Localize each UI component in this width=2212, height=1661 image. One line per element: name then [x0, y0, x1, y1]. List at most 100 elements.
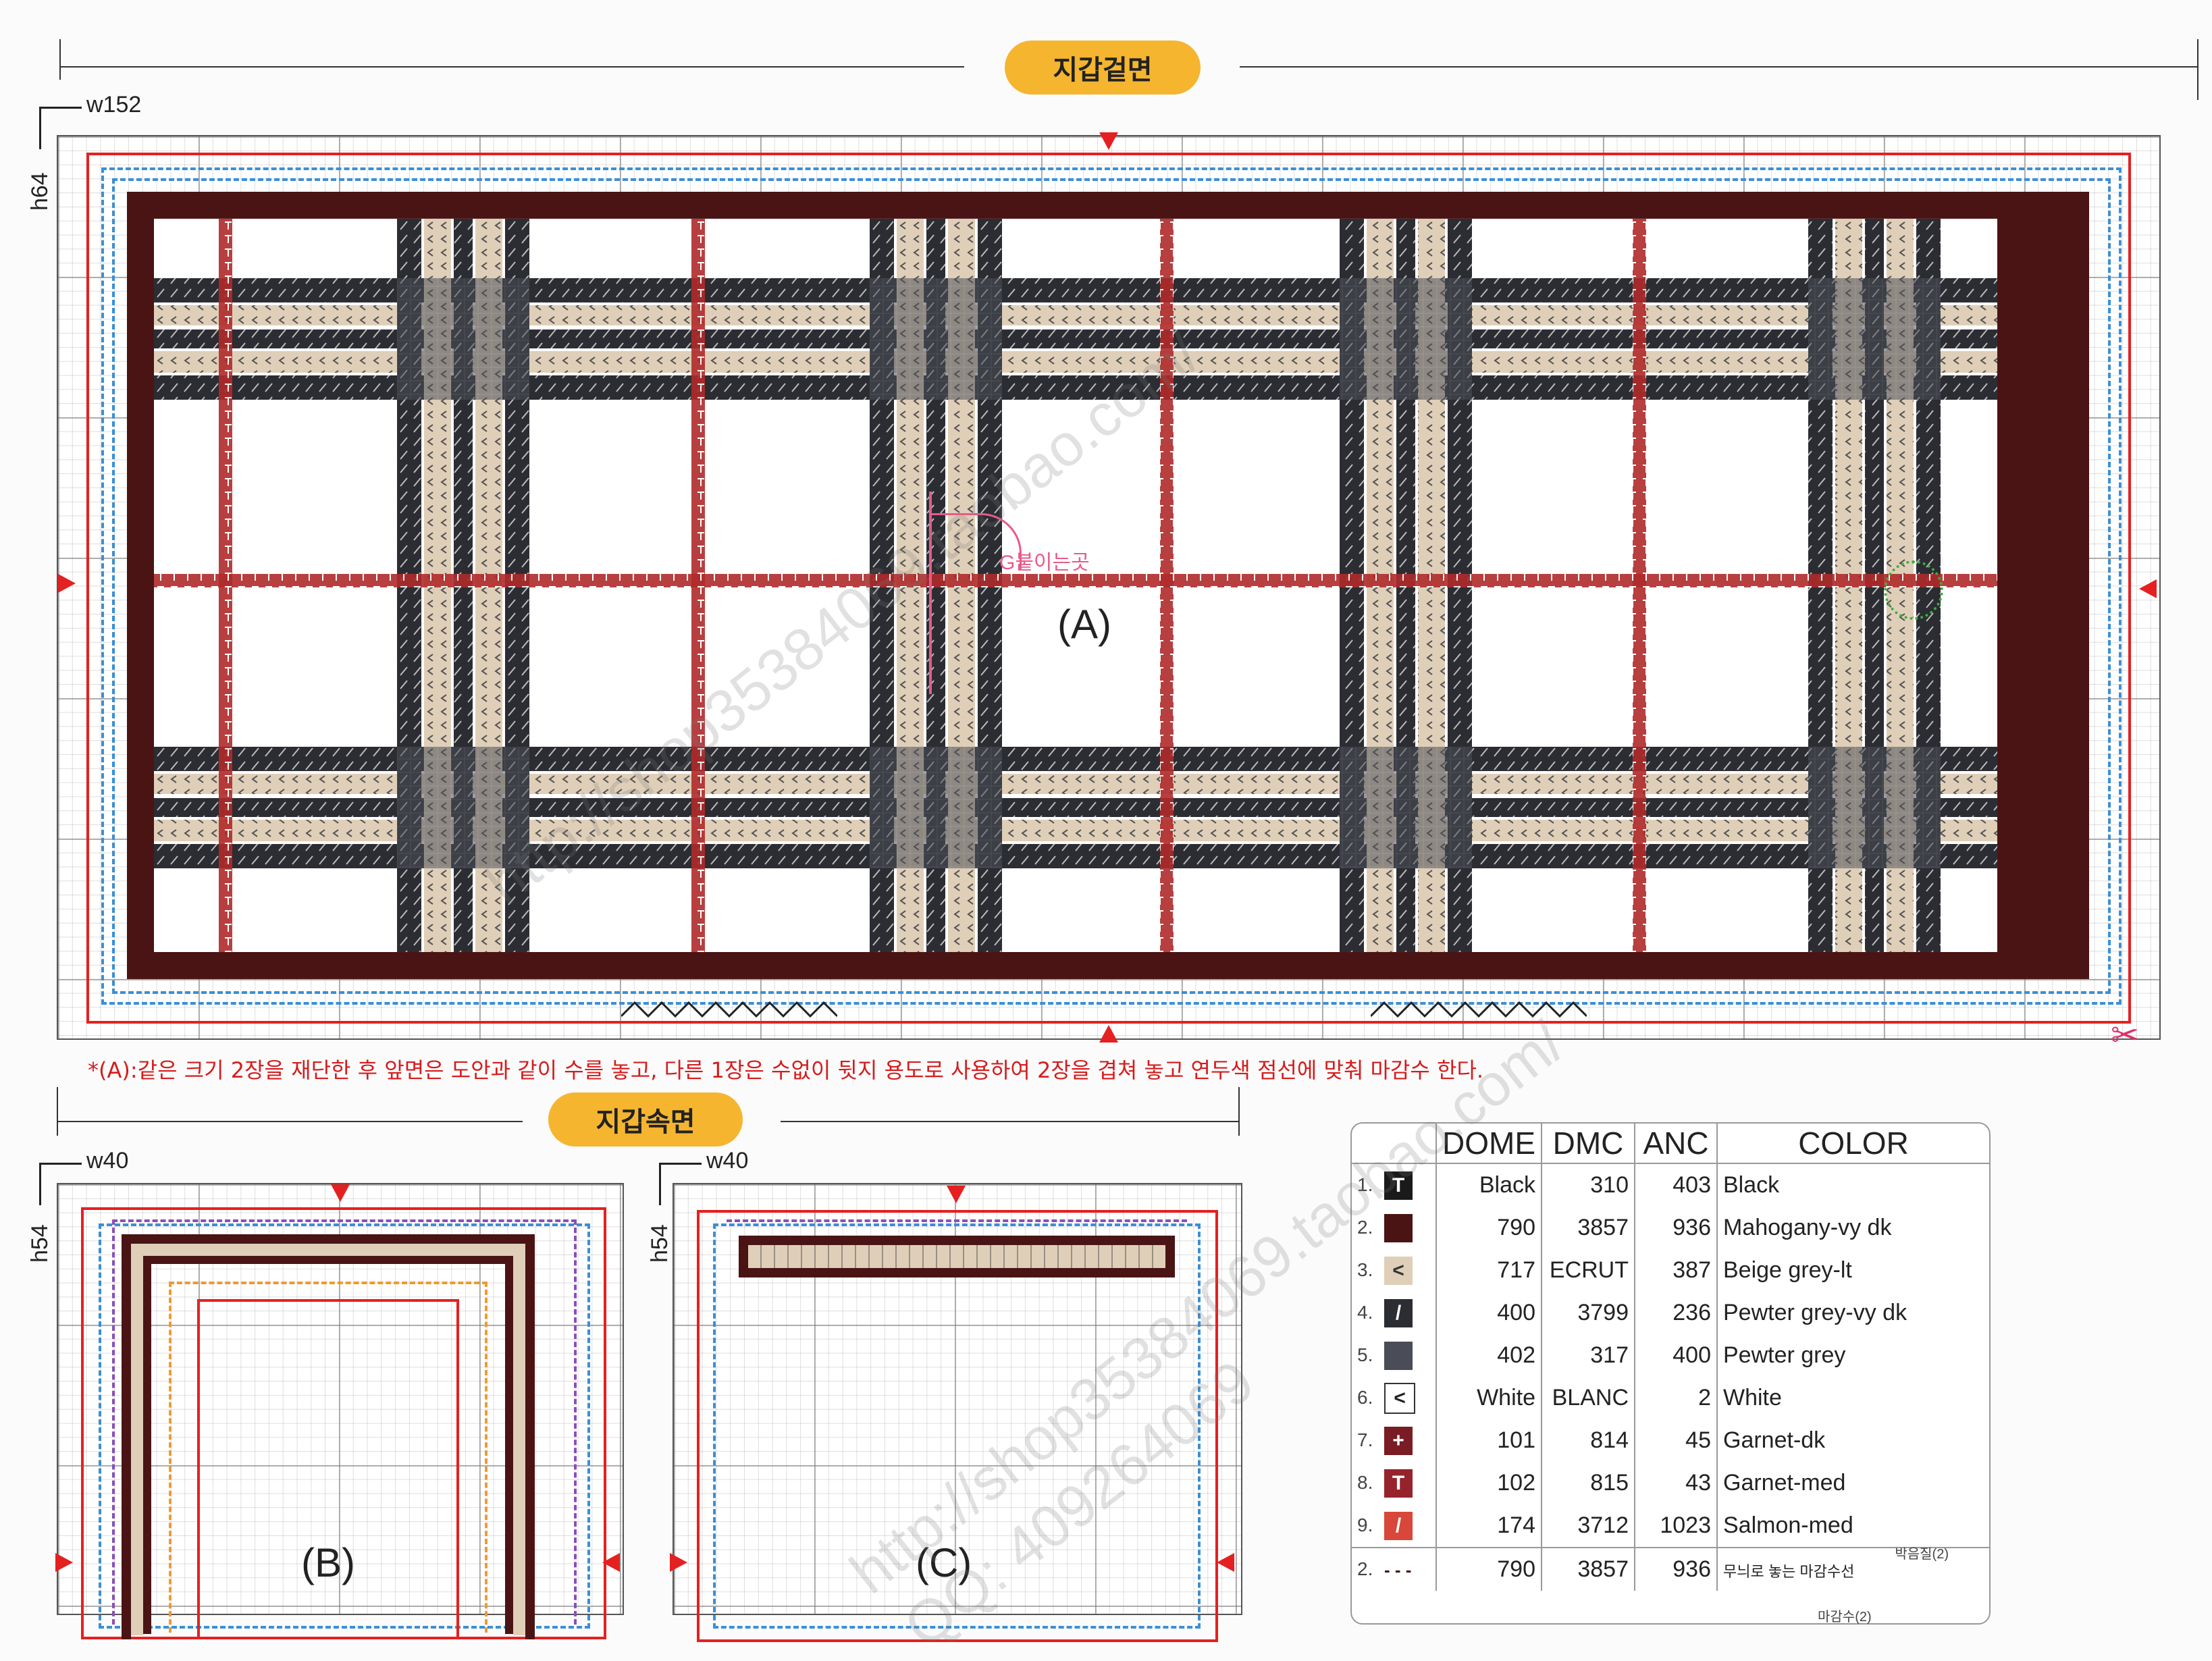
- legend-dmc-cell: 814: [1542, 1419, 1635, 1462]
- outer-section-title: 지갑겉면: [1005, 41, 1201, 95]
- dimension-arrow-corner-c: [659, 1163, 702, 1205]
- legend-col-color: COLOR: [1717, 1124, 1989, 1164]
- legend-color-name-cell: Beige grey-lt: [1717, 1249, 1989, 1292]
- legend-anc-cell: 2: [1635, 1377, 1718, 1419]
- legend-dmc-cell: ECRUT: [1542, 1249, 1635, 1292]
- legend-index: 5.: [1357, 1344, 1373, 1366]
- outer-height-label: h64: [27, 172, 53, 211]
- legend-color-name-cell: Black: [1717, 1163, 1989, 1207]
- legend-dmc-cell: 3857: [1542, 1207, 1635, 1249]
- legend-color-name: Pewter grey: [1723, 1342, 1846, 1368]
- legend-color-name-cell: White: [1717, 1377, 1989, 1419]
- marker-right-c: [1217, 1553, 1234, 1572]
- piece-b-width-label: w40: [86, 1148, 129, 1174]
- legend-index: 6.: [1357, 1387, 1373, 1408]
- marker-left-c: [670, 1553, 687, 1572]
- orange-line-b: [169, 1282, 488, 1633]
- legend-footer-partial: 마감수(2): [1818, 1610, 1872, 1625]
- legend-index: 3.: [1357, 1259, 1373, 1281]
- legend-symbol-cell: 9./: [1352, 1504, 1437, 1548]
- piece-c-height-label: h54: [647, 1224, 673, 1263]
- legend-dome-cell: 400: [1436, 1292, 1542, 1334]
- legend-index: 8.: [1357, 1472, 1373, 1494]
- piece-c-width-label: w40: [706, 1148, 749, 1174]
- legend-dmc-cell: BLANC: [1542, 1377, 1635, 1419]
- plaid-pattern-a: [127, 192, 2089, 979]
- marker-right-b: [602, 1553, 620, 1572]
- legend-symbol-cell: 7.+: [1352, 1419, 1437, 1462]
- dimension-arrow-corner-b: [39, 1163, 82, 1205]
- zigzag-mark-2: [1371, 1001, 1587, 1018]
- legend-anc-cell: 400: [1635, 1334, 1718, 1377]
- legend-dome-cell: 402: [1436, 1334, 1542, 1377]
- legend-dome-cell: 790: [1436, 1548, 1542, 1591]
- marker-left-a: [58, 574, 76, 593]
- legend-color-name: Salmon-med: [1723, 1512, 1853, 1538]
- legend-dmc-cell: 317: [1542, 1334, 1635, 1377]
- mahogany-frame-b: [122, 1234, 535, 1639]
- legend-color-name-cell: Pewter grey-vy dk: [1717, 1292, 1989, 1334]
- legend-color-name: Mahogany-vy dk: [1723, 1215, 1892, 1240]
- seam-line-a-inner: [112, 178, 2111, 994]
- legend-anc-cell: 45: [1635, 1419, 1718, 1462]
- legend-symbol-cell: 2.- - -: [1352, 1548, 1437, 1591]
- piece-a-label: (A): [1057, 602, 1111, 647]
- legend-color-name-cell: Garnet-med: [1717, 1462, 1989, 1504]
- legend-col-anc: ANC: [1635, 1124, 1718, 1164]
- mahogany-inner-frame-b: [143, 1256, 513, 1634]
- legend-symbol-cell: 5.: [1352, 1334, 1437, 1377]
- piece-b-label: (B): [301, 1540, 355, 1585]
- legend-symbol-cell: 4./: [1352, 1292, 1437, 1334]
- inner-section-line-left: [57, 1121, 523, 1122]
- legend-dmc-cell: 3712: [1542, 1504, 1635, 1548]
- legend-dome-cell: Black: [1436, 1163, 1542, 1207]
- legend-swatch-icon: T: [1384, 1469, 1413, 1498]
- legend-anc-cell: 936: [1635, 1207, 1718, 1249]
- legend-color-name: Pewter grey-vy dk: [1723, 1300, 1907, 1325]
- legend-color-name: Beige grey-lt: [1723, 1257, 1852, 1283]
- outer-section-tick-right: [2197, 39, 2198, 100]
- legend-swatch-icon: /: [1384, 1298, 1413, 1327]
- legend-index: 1.: [1357, 1174, 1373, 1196]
- inner-section-line-right: [781, 1121, 1240, 1122]
- marker-right-a: [2139, 579, 2157, 598]
- piece-b-height-label: h54: [27, 1224, 53, 1263]
- legend-col-dmc: DMC: [1542, 1124, 1635, 1164]
- legend-color-name: Black: [1723, 1172, 1780, 1198]
- zigzag-mark-1: [621, 1001, 837, 1018]
- marker-bottom-a: [1099, 1025, 1118, 1043]
- legend-symbol-cell: 2.: [1352, 1207, 1437, 1249]
- legend-swatch-icon: <: [1384, 1382, 1415, 1414]
- marker-top-c: [947, 1186, 966, 1203]
- scissors-icon: ✂: [2111, 1016, 2139, 1054]
- legend-swatch-icon: - - -: [1384, 1559, 1412, 1580]
- legend-dome-cell: 174: [1436, 1504, 1542, 1548]
- legend-dome-cell: 790: [1436, 1207, 1542, 1249]
- cut-line-a: [86, 153, 2131, 1024]
- legend-col-symbol: [1352, 1124, 1437, 1164]
- attach-label: G붙이는곳: [999, 552, 1090, 574]
- legend-dome-cell: White: [1436, 1377, 1542, 1419]
- marker-top-a: [1099, 132, 1118, 150]
- legend-swatch-icon: /: [1384, 1511, 1413, 1540]
- legend-symbol-cell: 1.T: [1352, 1163, 1437, 1207]
- instruction-note: *(A):같은 크기 2장을 재단한 후 앞면은 도안과 같이 수를 놓고, 다…: [88, 1057, 1484, 1083]
- legend-color-name: Garnet-med: [1723, 1470, 1846, 1496]
- marker-top-b: [331, 1184, 350, 1202]
- fold-line-b: [112, 1219, 577, 1625]
- legend-dmc-cell: 3857: [1542, 1548, 1635, 1591]
- legend-anc-cell: 403: [1635, 1163, 1718, 1207]
- legend-anc-cell: 387: [1635, 1249, 1718, 1292]
- outer-section-tick-left: [59, 39, 61, 80]
- legend-dmc-cell: 815: [1542, 1462, 1635, 1504]
